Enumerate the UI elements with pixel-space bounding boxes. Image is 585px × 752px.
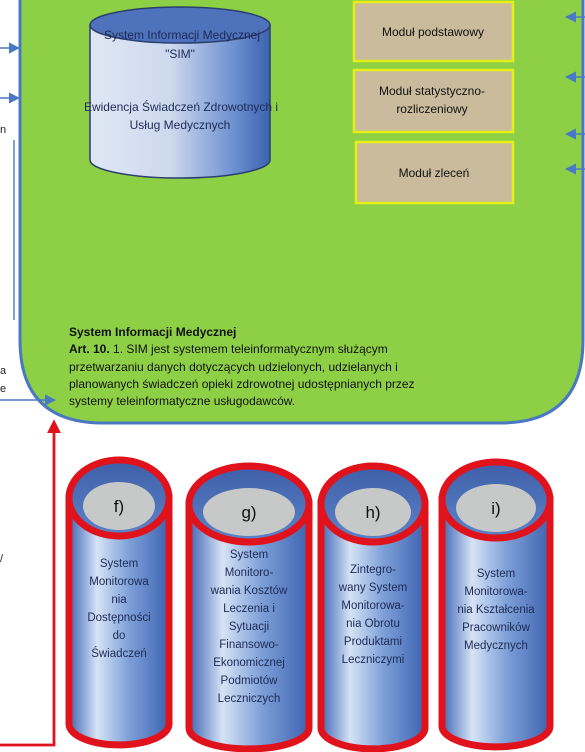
cylinder-text-line: System (100, 558, 138, 570)
cylinder-text-line: do (113, 630, 126, 642)
cylinder-body (438, 496, 554, 751)
cylinder-text-line: Dostępności (87, 612, 150, 624)
sim-title-line2: "SIM" (165, 47, 195, 61)
left-fragment-e: e (0, 383, 6, 395)
cylinder-text-line: Pracowników (462, 622, 530, 634)
cylinder-text-line: Monitoro- (225, 567, 274, 579)
cylinder-text-line: Leczenia i (223, 603, 275, 615)
cylinder-letter: g) (241, 503, 256, 522)
module-statystyczno-label-line1: Moduł statystyczno- (379, 84, 485, 98)
cylinder-text-line: System (230, 549, 268, 561)
cylinder-text-line: Zintegro- (350, 564, 396, 576)
sim-description: System Informacji Medycznej Art. 10. 1. … (69, 325, 415, 408)
sim-description-heading: System Informacji Medycznej (69, 325, 236, 339)
cylinder-text-line: nia (111, 594, 127, 606)
sim-description-line2: przetwarzaniu danych dotyczących udzielo… (69, 360, 398, 374)
left-fragment-a: a (0, 365, 7, 377)
module-statystyczno-label-line2: rozliczeniowy (396, 102, 467, 116)
sim-database-cylinder: System Informacji Medycznej "SIM" Ewiden… (84, 6, 278, 179)
cylinder-text-line: Finansowo- (219, 639, 279, 651)
cylinder-text-line: wany System (338, 582, 407, 594)
cylinder-body (317, 500, 429, 752)
module-zlecen-label: Moduł zleceń (399, 166, 470, 180)
cylinder-letter: f) (114, 497, 124, 516)
left-fragment-n: n (0, 124, 6, 136)
cylinder-text-line: Ekonomicznej (213, 657, 285, 669)
left-input-arrows (0, 42, 57, 406)
cylinder-text-line: Podmiotów (221, 675, 279, 687)
cylinder-text-line: Monitorowa- (464, 586, 527, 598)
sim-description-line3: planowanych świadczeń opieki zdrowotnej … (69, 377, 415, 391)
cylinder-letter: h) (365, 503, 380, 522)
module-podstawowy: Moduł podstawowy (352, 0, 515, 63)
cylinder-top-label-area (83, 482, 155, 530)
cylinder-text-line: Leczniczymi (342, 654, 405, 666)
cylinder-top-label-area (335, 488, 411, 536)
cylinder-top-label-area (203, 488, 295, 536)
module-zlecen: Moduł zleceń (354, 140, 515, 205)
cylinder-text-line: Produktami (344, 636, 402, 648)
red-connector (0, 419, 61, 747)
cylinder-text-line: wania Kosztów (210, 585, 288, 597)
right-input-arrows (564, 11, 585, 175)
cylinder-text-line: Świadczeń (91, 647, 147, 660)
cylinder-letter: i) (491, 499, 500, 518)
cylinder-body (185, 500, 313, 752)
sim-title-line1: System Informacji Medycznej (104, 28, 260, 42)
cylinder-text-line: Medycznych (464, 640, 528, 652)
cylinder-text-line: Monitorowa (89, 576, 149, 588)
cylinder-text-line: Sytuacji (229, 621, 269, 633)
cylinder-text-line: Monitorowa- (341, 600, 404, 612)
sim-body-line2: Usług Medycznych (130, 118, 231, 132)
sim-description-line4: systemy teleinformatyczne usługodawców. (69, 394, 295, 408)
cylinder-text-line: System (477, 568, 515, 580)
cylinder-text-line: nia Kształcenia (457, 604, 535, 616)
cylinder-body (65, 494, 173, 749)
left-fragment-slash: / (0, 553, 4, 565)
cylinder-text-line: Leczniczych (218, 693, 281, 705)
module-podstawowy-label: Moduł podstawowy (382, 25, 484, 39)
cylinder-text-line: nia Obrotu (346, 618, 400, 630)
sim-description-line1: Art. 10. 1. SIM jest systemem teleinform… (69, 342, 388, 356)
cylinder-top-label-area (456, 484, 536, 532)
module-statystyczno-rozliczeniowy: Moduł statystyczno- rozliczeniowy (352, 68, 515, 134)
sim-body-line1: Ewidencja Świadczeń Zdrowotnych i (84, 99, 278, 114)
